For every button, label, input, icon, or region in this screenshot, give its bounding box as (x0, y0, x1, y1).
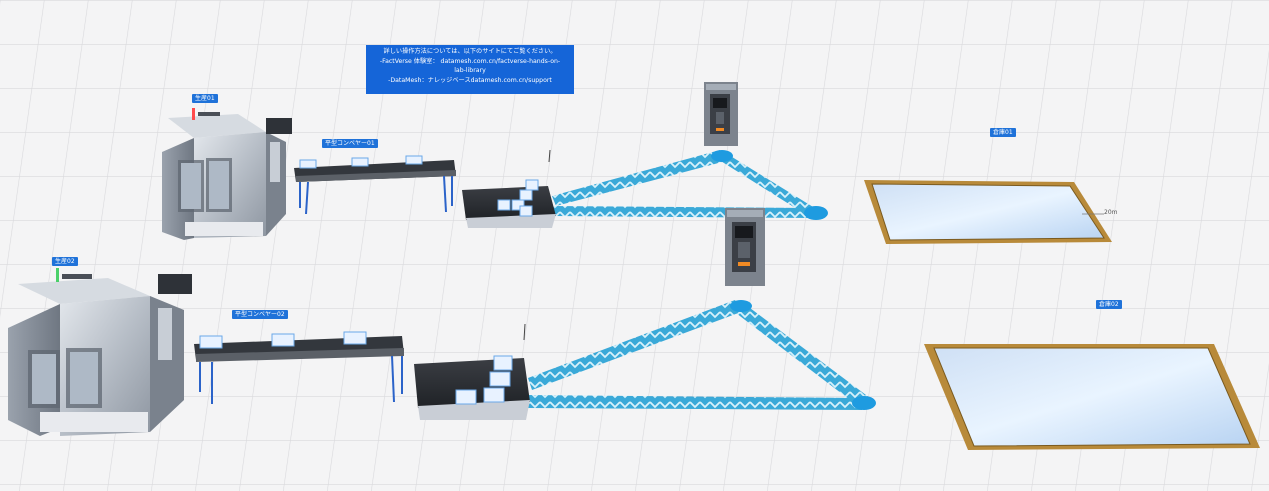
info-line-4[interactable]: -DataMesh：ナレッジベースdatamesh.com.cn/support (388, 76, 552, 84)
agv-01[interactable] (462, 179, 556, 228)
conveyor-01[interactable] (294, 155, 456, 215)
info-panel: 詳しい操作方法については、以下のサイトにてご覧ください。 -FactVerse … (366, 45, 574, 94)
production-machine-02[interactable] (8, 268, 192, 436)
path-node[interactable] (804, 206, 828, 220)
label-machine-01[interactable]: 生産01 (192, 94, 218, 103)
label-storage-01[interactable]: 倉庫01 (990, 128, 1016, 137)
conveyor-02[interactable] (194, 331, 404, 404)
marker-pin (523, 323, 526, 341)
info-line-3[interactable]: lab-library (454, 67, 486, 74)
storage-area-02[interactable] (924, 344, 1260, 450)
storage-area-01[interactable] (864, 180, 1112, 244)
production-machine-01[interactable] (162, 108, 292, 240)
agv-path-route-02 (528, 300, 876, 410)
charging-station-02[interactable] (725, 208, 765, 286)
info-line-1: 詳しい操作方法については、以下のサイトにてご覧ください。 (383, 48, 557, 55)
label-machine-02[interactable]: 生産02 (52, 257, 78, 266)
label-conveyor-01[interactable]: 平型コンベヤー01 (322, 139, 378, 148)
label-conveyor-02[interactable]: 平型コンベヤー02 (232, 310, 288, 319)
measure-label: 20m (1104, 209, 1118, 216)
label-storage-02[interactable]: 倉庫02 (1096, 300, 1122, 309)
path-node[interactable] (852, 396, 876, 410)
path-node[interactable] (730, 300, 752, 312)
marker-pin (548, 149, 551, 163)
charging-station-01[interactable] (704, 82, 738, 146)
path-node[interactable] (711, 150, 733, 162)
agv-02[interactable] (414, 355, 530, 420)
info-line-2[interactable]: -FactVerse 体験室： datamesh.com.cn/factvers… (379, 57, 561, 65)
